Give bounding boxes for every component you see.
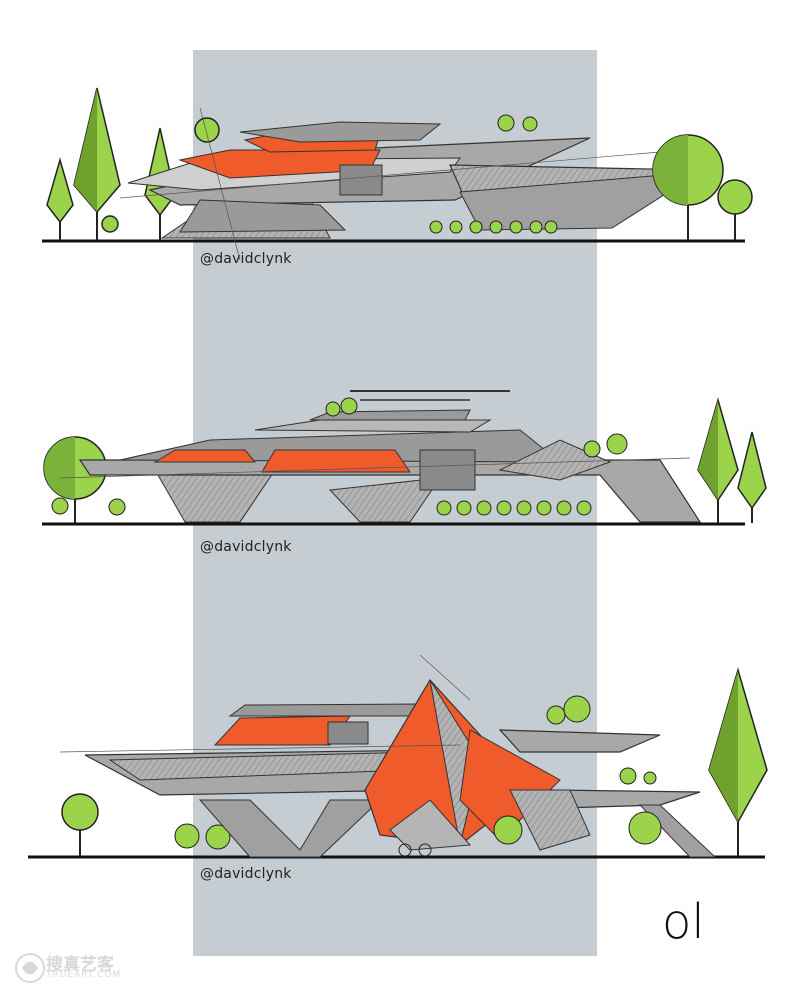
tree-round [340,397,358,415]
shrub-row [436,500,592,516]
tree-round [101,215,119,233]
tree-round [643,771,657,785]
brand-logo: ol [662,894,705,950]
tree-round [194,117,220,143]
tree-round [717,179,753,240]
elevation-2 [42,390,767,526]
bicycle-figure [398,843,432,857]
watermark-seal-icon [15,953,45,983]
tree-round [325,401,341,417]
shrub-row [429,220,558,234]
tree-round [563,695,591,723]
elevation-1 [42,87,753,261]
building-2 [59,390,702,523]
watermark-subtext: TRUEART.COM [46,970,122,980]
tree-round [497,114,515,132]
tree-cone [737,431,767,523]
watermark: 搜真艺客 TRUEART.COM [6,948,156,988]
artist-handle: @davidclynk [200,251,292,267]
tree-cone [708,667,768,856]
tree-round [174,823,200,849]
elevation-3 [28,654,768,859]
tree-cone [697,397,739,523]
tree-cone [73,87,121,240]
tree-round [51,497,69,515]
tree-round [583,440,601,458]
tree-round-large [652,134,724,240]
tree-round [61,793,99,856]
building-1 [119,107,701,261]
tree-round-large [43,436,107,523]
tree-round [108,498,126,516]
tree-round [493,815,523,845]
tree-cone [46,157,74,240]
artist-handle: @davidclynk [200,539,292,555]
artist-handle: @davidclynk [200,866,292,882]
tree-round [619,767,637,785]
tree-round [546,705,566,725]
tree-round [205,824,231,850]
tree-round [522,116,538,132]
watermark-text: 搜真艺客 [46,955,114,975]
tree-round [606,433,628,455]
building-3 [59,654,717,858]
tree-round [628,811,662,845]
